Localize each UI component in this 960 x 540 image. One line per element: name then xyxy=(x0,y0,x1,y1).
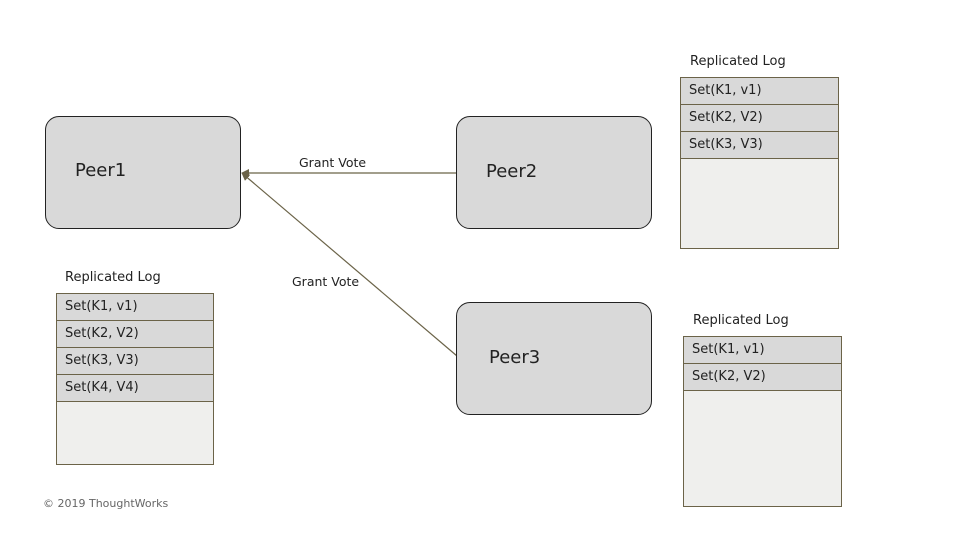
edge-label-peer3: Grant Vote xyxy=(292,274,360,289)
log-entry: Set(K2, V2) xyxy=(684,364,841,391)
copyright-footer: © 2019 ThoughtWorks xyxy=(43,497,169,510)
log-entry: Set(K3, V3) xyxy=(681,132,838,159)
peer1-log: Set(K1, v1) Set(K2, V2) Set(K3, V3) Set(… xyxy=(56,293,214,465)
peer1-log-title: Replicated Log xyxy=(65,270,161,285)
log-entry: Set(K2, V2) xyxy=(681,105,838,132)
peer2-node xyxy=(456,116,652,229)
log-entry: Set(K1, v1) xyxy=(681,78,838,105)
log-entry: Set(K2, V2) xyxy=(57,321,213,348)
peer2-log-title: Replicated Log xyxy=(690,54,786,69)
peer1-label: Peer1 xyxy=(75,160,127,181)
peer3-log: Set(K1, v1) Set(K2, V2) xyxy=(683,336,842,507)
log-entry: Set(K1, v1) xyxy=(684,337,841,364)
peer2-log: Set(K1, v1) Set(K2, V2) Set(K3, V3) xyxy=(680,77,839,249)
peer2-label: Peer2 xyxy=(486,161,538,182)
peer1-node xyxy=(45,116,241,229)
peer3-node xyxy=(456,302,652,415)
peer3-label: Peer3 xyxy=(489,347,541,368)
log-entry: Set(K3, V3) xyxy=(57,348,213,375)
peer3-log-title: Replicated Log xyxy=(693,313,789,328)
log-entry: Set(K4, V4) xyxy=(57,375,213,402)
edge-peer3-to-peer1 xyxy=(241,172,458,357)
log-entry: Set(K1, v1) xyxy=(57,294,213,321)
edge-label-peer2: Grant Vote xyxy=(299,155,367,170)
